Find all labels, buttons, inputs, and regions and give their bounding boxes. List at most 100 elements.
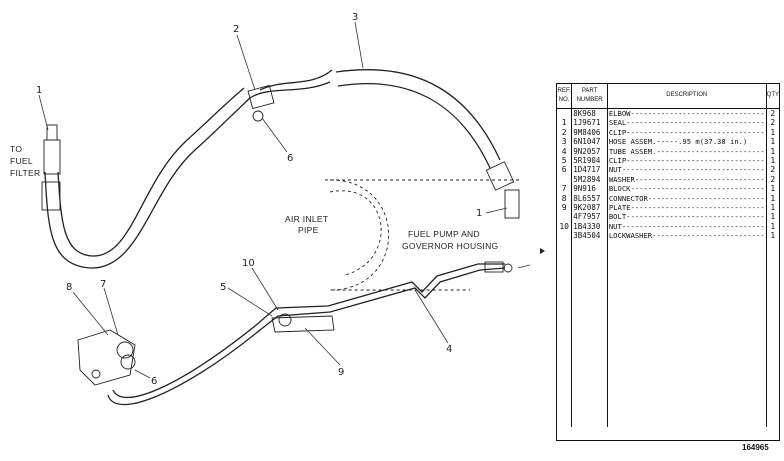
cell-part: 3B4504	[571, 231, 608, 241]
cell-qty: 2	[770, 118, 776, 128]
callout-8: 8	[66, 282, 72, 293]
clip-block	[247, 84, 275, 110]
cell-part: 4F7957	[571, 212, 608, 222]
cell-qty: 1	[770, 221, 776, 231]
cell-part: 9M8406	[571, 127, 608, 138]
cell-ref: 6	[557, 165, 573, 175]
label-to-fuel-filter-1: TO	[10, 144, 22, 154]
cell-part: 1D4717	[571, 165, 608, 175]
cell-qty: 2	[770, 109, 776, 119]
cell-qty: 2	[770, 174, 776, 184]
cell-ref: 7	[557, 184, 573, 194]
leader-lines	[38, 21, 531, 379]
label-air-inlet-2: PIPE	[298, 225, 319, 235]
cell-qty: 1	[770, 184, 776, 194]
cell-part: 9N2057	[571, 146, 608, 156]
cell-desc: LOCKWASHER--------------------------	[607, 231, 767, 241]
clip-nut	[252, 110, 264, 122]
cell-part: 1J9671	[571, 118, 608, 128]
cell-ref: 9	[557, 202, 573, 213]
block-connector	[77, 329, 136, 386]
cell-ref: 5	[557, 155, 573, 166]
header-qty: QTY	[766, 84, 779, 109]
cell-part: 8K968	[571, 108, 608, 119]
cell-part: 9K2087	[571, 202, 608, 213]
parts-list-table: REF. NO. PART NUMBER DESCRIPTION QTY 8K9…	[556, 83, 780, 441]
label-to-fuel-filter-3: FILTER	[10, 168, 40, 178]
cell-part: 5R1904	[571, 155, 608, 166]
header-description: DESCRIPTION	[607, 84, 767, 109]
cell-part: 8L6557	[571, 193, 608, 203]
header-part-number: PART NUMBER	[571, 84, 608, 109]
callout-9: 9	[338, 367, 344, 378]
cell-ref	[557, 231, 573, 241]
cell-qty: 1	[770, 146, 776, 156]
hose-assembly	[335, 69, 520, 219]
label-fuel-pump-2: GOVERNOR HOUSING	[402, 241, 498, 251]
callout-1: 1	[36, 85, 42, 96]
cell-part: 1B4330	[571, 221, 608, 232]
callout-7: 7	[100, 279, 106, 290]
cell-desc: CLIP--------------------------------	[607, 155, 767, 166]
cell-part: 5M2894	[571, 174, 608, 185]
air-inlet-pipe-outline	[324, 179, 520, 291]
cell-desc: BOLT--------------------------------	[607, 212, 767, 222]
cell-ref: 10	[557, 221, 573, 232]
plate-nut	[278, 313, 292, 327]
header-ref-no: REF. NO.	[557, 84, 573, 109]
cell-qty: 1	[770, 193, 776, 203]
callout-2: 2	[233, 24, 239, 35]
fuel-hose-left	[41, 69, 333, 269]
cell-desc: CONNECTOR---------------------------	[607, 193, 767, 203]
cell-qty: 1	[770, 137, 776, 147]
callout-1-right: 1	[476, 208, 482, 219]
cell-qty: 1	[770, 127, 776, 137]
cell-qty: 1	[770, 203, 776, 212]
cell-ref: 2	[557, 127, 573, 138]
table-filler-row	[557, 240, 779, 428]
cell-desc: PLATE-------------------------------	[607, 202, 767, 213]
drawing-number: 164965	[742, 443, 769, 452]
cell-desc: ELBOW-------------------------------	[607, 108, 767, 119]
cell-ref	[557, 212, 573, 222]
cell-qty: 1	[770, 212, 776, 222]
cell-qty: 1	[770, 156, 776, 166]
cell-qty: 1	[770, 231, 776, 241]
cell-ref: 3	[557, 137, 573, 147]
label-air-inlet-1: AIR INLET	[285, 214, 328, 224]
callout-5: 5	[220, 282, 226, 293]
label-to-fuel-filter-2: FUEL	[10, 156, 33, 166]
cell-qty: 2	[770, 165, 776, 175]
cell-ref: 4	[557, 146, 573, 156]
cell-desc: CLIP--------------------------------	[607, 127, 767, 138]
cell-desc: HOSE ASSEM.-----.95 m(37.38 in.)	[607, 137, 767, 147]
cell-desc: NUT---------------------------------	[607, 165, 767, 175]
cell-ref: 8	[557, 193, 573, 203]
cell-desc: BLOCK-------------------------------	[607, 184, 767, 194]
pointer-arrow	[540, 248, 545, 254]
callout-6-bottom: 6	[151, 376, 157, 387]
callout-10: 10	[242, 258, 255, 269]
cell-part: 6N1047	[571, 137, 608, 147]
tube-assembly	[107, 261, 513, 406]
cell-part: 9N916	[571, 184, 608, 194]
callout-6-top: 6	[287, 153, 293, 164]
cell-ref: 1	[557, 118, 573, 128]
cell-desc: TUBE ASSEM.-------------------------	[607, 146, 767, 156]
cell-desc: WASHER------------------------------	[607, 174, 767, 185]
cell-ref	[557, 108, 573, 119]
